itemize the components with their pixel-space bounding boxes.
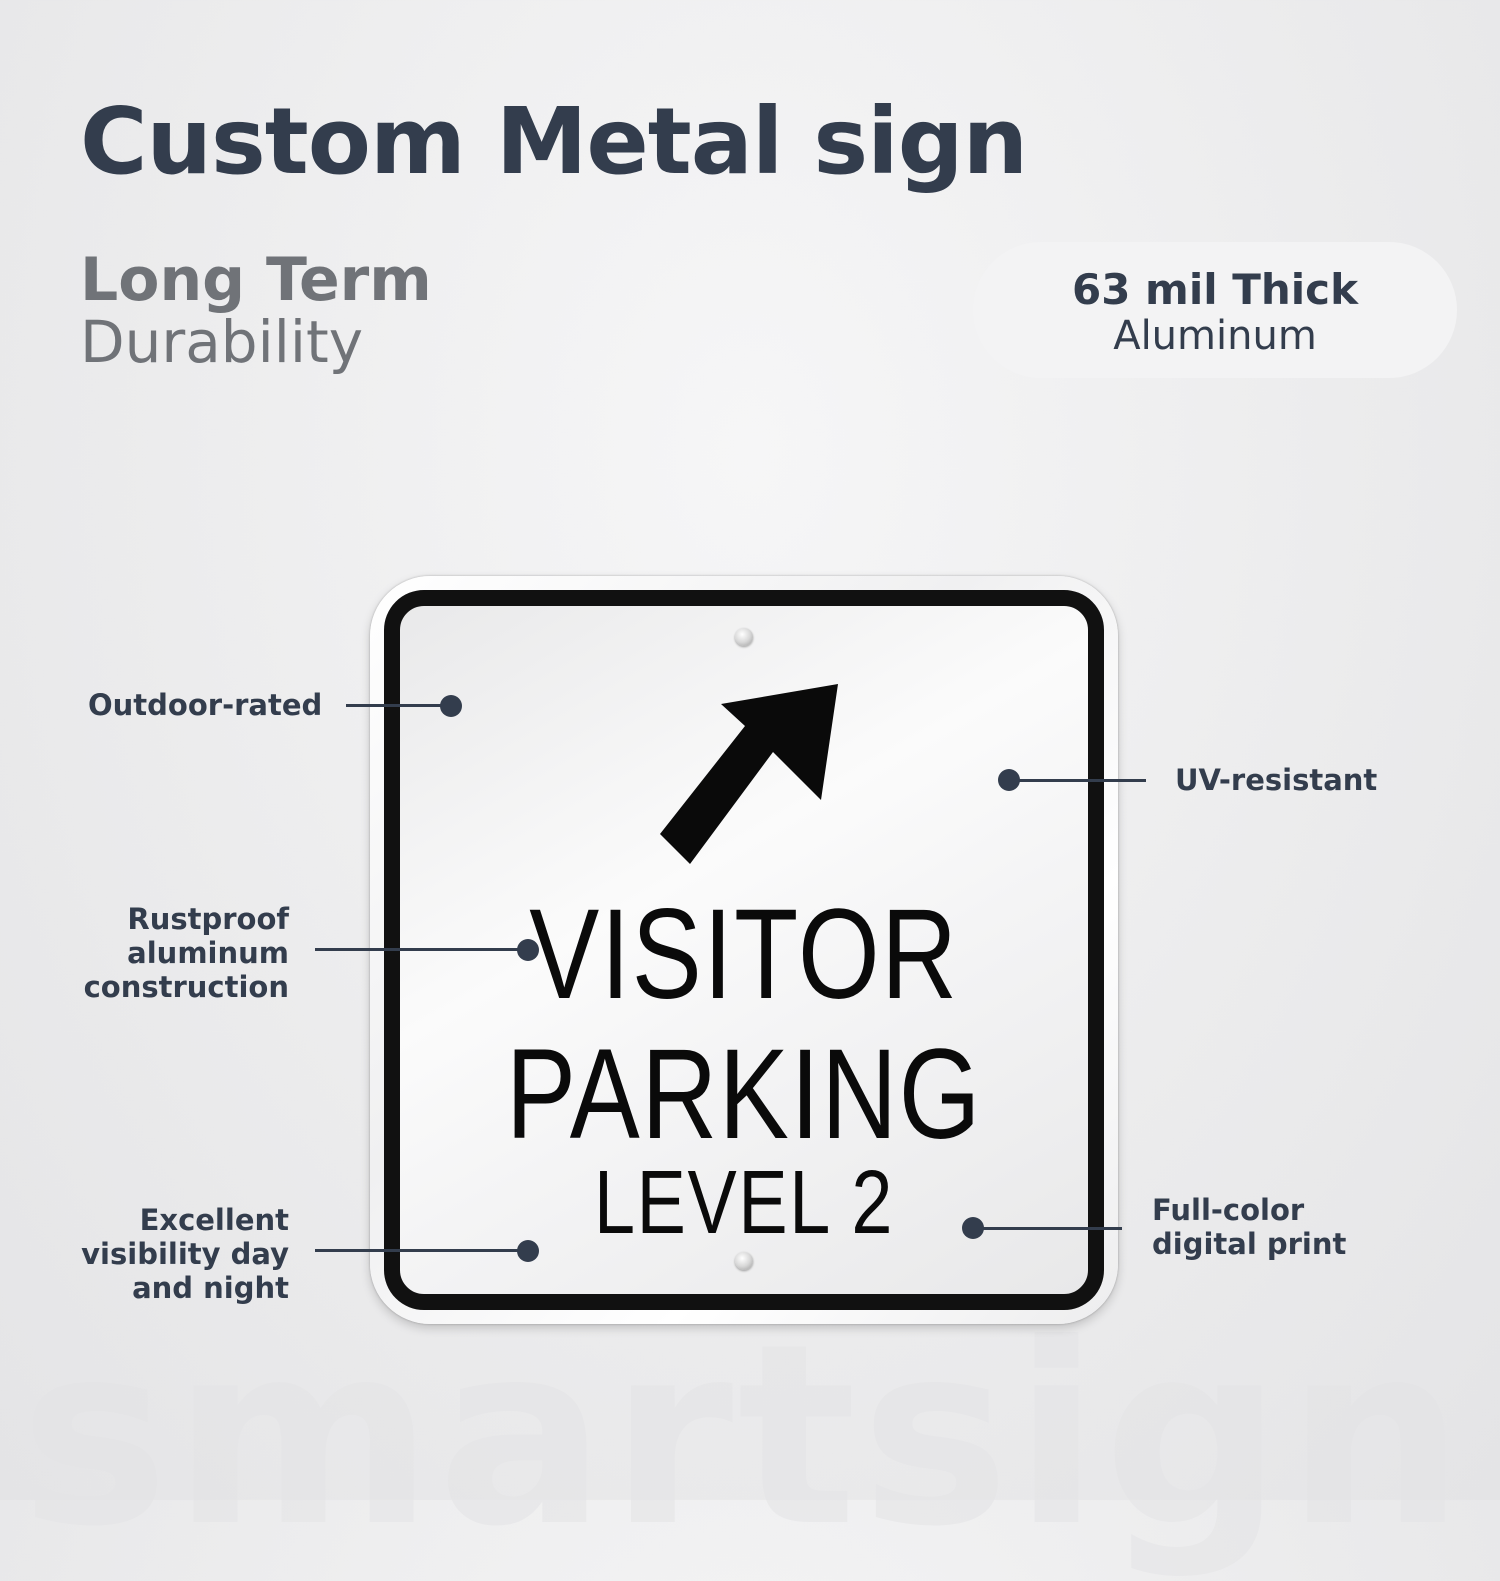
callout-dot-visibility	[517, 1240, 539, 1262]
callout-dot-print	[962, 1217, 984, 1239]
bottom-rivet	[735, 1252, 753, 1270]
callout-line-print	[972, 1227, 1122, 1230]
feature-rustproof-line1: Rustproof	[127, 902, 289, 936]
feature-visibility: Excellent visibility day and night	[60, 1203, 289, 1305]
durability-strong: Long Term	[80, 245, 432, 315]
page-title: Custom Metal sign	[80, 88, 1028, 195]
feature-print-line2: digital print	[1152, 1227, 1347, 1261]
callout-dot-outdoor	[440, 695, 462, 717]
callout-line-outdoor	[346, 704, 451, 707]
feature-print-line1: Full-color	[1152, 1193, 1305, 1227]
feature-visibility-line1: Excellent	[139, 1203, 289, 1237]
feature-rustproof-line3: construction	[83, 970, 289, 1004]
callout-dot-rustproof	[517, 939, 539, 961]
callout-line-visibility	[315, 1249, 530, 1252]
feature-visibility-line3: and night	[132, 1271, 289, 1305]
thickness-badge: 63 mil Thick Aluminum	[973, 242, 1457, 378]
feature-outdoor-rated-label: Outdoor-rated	[88, 688, 323, 722]
sign-line-visitor: VISITOR	[529, 883, 959, 1026]
feature-outdoor-rated: Outdoor-rated	[88, 688, 322, 722]
sign-line-level: LEVEL 2	[593, 1153, 895, 1253]
top-rivet	[735, 628, 753, 646]
feature-uv-resistant: UV-resistant	[1175, 763, 1377, 797]
callout-line-rustproof	[315, 948, 530, 951]
sign-line-parking: PARKING	[505, 1023, 983, 1166]
feature-full-color-print: Full-color digital print	[1152, 1193, 1346, 1261]
feature-uv-resistant-label: UV-resistant	[1175, 763, 1378, 797]
callout-dot-uv	[998, 769, 1020, 791]
brand-watermark: smartsign	[20, 1290, 1469, 1581]
durability-light: Durability	[80, 308, 364, 376]
feature-visibility-line2: visibility day	[81, 1237, 289, 1271]
arrow-up-right-icon	[660, 684, 838, 864]
durability-heading: Long Term Durability	[80, 248, 432, 372]
feature-rustproof: Rustproof aluminum construction	[60, 902, 289, 1004]
thickness-strong: 63 mil Thick	[1071, 265, 1359, 314]
callout-line-uv	[1010, 779, 1146, 782]
thickness-light: Aluminum	[1113, 313, 1317, 359]
feature-rustproof-line2: aluminum	[127, 936, 289, 970]
